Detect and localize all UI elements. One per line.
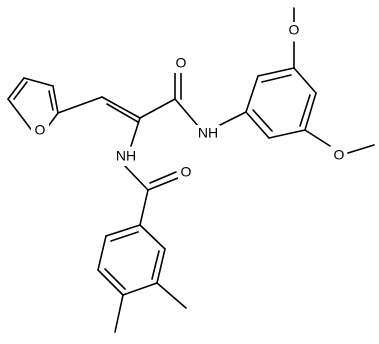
atom-label-o: O bbox=[181, 164, 192, 180]
bond bbox=[261, 74, 292, 83]
bond bbox=[156, 248, 166, 284]
bond bbox=[156, 282, 187, 309]
bond bbox=[147, 177, 179, 191]
bond bbox=[114, 294, 124, 333]
bond bbox=[97, 235, 107, 271]
bond bbox=[139, 98, 176, 119]
molecule-structure bbox=[7, 7, 375, 333]
atom-label-o: O bbox=[176, 55, 187, 71]
bond bbox=[268, 129, 306, 139]
bond bbox=[252, 109, 273, 132]
bond bbox=[122, 282, 158, 296]
bond bbox=[347, 144, 375, 154]
bond bbox=[304, 92, 317, 131]
atom-label-nh: NH bbox=[116, 148, 136, 164]
bond bbox=[52, 85, 59, 114]
bond bbox=[7, 98, 25, 121]
bond bbox=[245, 111, 270, 139]
atom-label-o: O bbox=[289, 22, 300, 38]
atom-labels: O O NH NH O O O bbox=[31, 22, 347, 182]
bond bbox=[48, 90, 54, 111]
bond bbox=[101, 96, 141, 119]
bond bbox=[217, 111, 247, 127]
atom-label-o: O bbox=[35, 122, 46, 138]
bond bbox=[106, 103, 139, 123]
bond bbox=[97, 269, 124, 296]
bond bbox=[304, 129, 331, 147]
bond bbox=[174, 98, 199, 127]
bond bbox=[293, 67, 317, 94]
atom-label-nh: NH bbox=[198, 125, 218, 141]
bond bbox=[139, 224, 166, 250]
bond bbox=[245, 75, 259, 113]
bond bbox=[123, 164, 149, 191]
bond bbox=[149, 171, 177, 184]
bond bbox=[257, 67, 295, 77]
bond bbox=[7, 77, 25, 100]
atom-label-o: O bbox=[334, 147, 345, 163]
bond bbox=[105, 224, 141, 237]
bond bbox=[57, 96, 103, 114]
bond bbox=[104, 268, 126, 290]
bond bbox=[299, 94, 311, 127]
bond bbox=[13, 81, 28, 100]
bond bbox=[139, 189, 149, 226]
bond bbox=[151, 250, 160, 280]
bond bbox=[130, 117, 141, 147]
bond bbox=[23, 77, 54, 87]
bond bbox=[110, 231, 139, 242]
